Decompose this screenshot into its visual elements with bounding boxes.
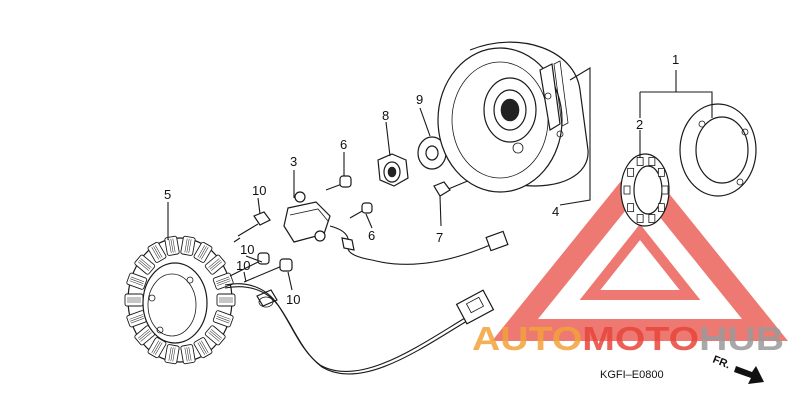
callout-9: 9 xyxy=(416,92,423,107)
stator-part xyxy=(124,235,236,365)
stator-winding-line xyxy=(130,276,145,282)
stator-winding-line xyxy=(170,238,174,253)
callout-10-b: 10 xyxy=(240,242,254,257)
bolt-7 xyxy=(433,179,471,197)
stator-winding-line xyxy=(151,247,159,260)
stator-winding-line xyxy=(211,329,223,339)
callout-8: 8 xyxy=(382,108,389,123)
stator-winding-line xyxy=(184,238,188,253)
stator-winding-line xyxy=(201,340,209,353)
stator-winding-line xyxy=(208,332,220,342)
stator-winding-line xyxy=(153,246,161,259)
clutch-roller xyxy=(648,157,656,166)
stator-winding-line xyxy=(129,314,143,320)
clutch-outer-part xyxy=(679,103,757,197)
stator-winding-line xyxy=(137,261,149,271)
bolt-6-a xyxy=(325,175,352,191)
stator-winding-line xyxy=(209,259,221,270)
stator-winding-line xyxy=(199,341,207,354)
clutch-roller xyxy=(627,203,635,213)
stator-winding-line xyxy=(197,342,205,355)
stator-winding-line xyxy=(184,347,188,362)
callout-1: 1 xyxy=(672,52,679,67)
stator-winding-line xyxy=(216,278,230,284)
stator-winding-line xyxy=(209,330,221,341)
stator-winding-line xyxy=(197,245,205,258)
stator-winding-line xyxy=(215,318,230,324)
stator-winding-line xyxy=(211,261,223,271)
clutch-roller xyxy=(661,185,669,195)
stator-winding-line xyxy=(168,346,172,361)
flywheel-nut-part xyxy=(377,153,409,187)
clutch-roller xyxy=(636,157,644,166)
stator-winding-line xyxy=(188,346,192,361)
callout-5: 5 xyxy=(164,187,171,202)
bolt-10-d xyxy=(256,289,278,308)
stator-winding-line xyxy=(140,258,152,268)
clutch-roller xyxy=(648,214,656,223)
stator-winding-line xyxy=(199,246,207,259)
flywheel-part xyxy=(437,41,589,193)
clutch-roller xyxy=(636,214,644,223)
callout-10-d: 10 xyxy=(286,292,300,307)
stator-winding-line xyxy=(153,341,161,354)
front-direction-indicator: FR. xyxy=(711,354,764,384)
bolt-6-b xyxy=(349,202,373,219)
stator-winding-line xyxy=(217,314,231,320)
bolt-10-c xyxy=(243,258,293,283)
stator-winding-line xyxy=(172,238,176,253)
starter-clutch-part xyxy=(620,153,670,227)
stator-winding-line xyxy=(208,258,220,268)
stator-winding-line xyxy=(130,278,144,284)
callout-6-lower: 6 xyxy=(368,228,375,243)
callout-10-c: 10 xyxy=(236,258,250,273)
callout-labels: 1 2 3 4 5 6 6 7 8 9 10 10 10 10 xyxy=(164,52,679,307)
bolt-10-a xyxy=(233,211,271,243)
stator-winding-line xyxy=(130,318,145,324)
callout-6-upper: 6 xyxy=(340,137,347,152)
callout-10-a: 10 xyxy=(252,183,266,198)
stator-winding-line xyxy=(137,329,149,339)
stator-winding-line xyxy=(216,316,230,322)
stator-winding-line xyxy=(129,280,143,286)
leader-lines xyxy=(167,67,713,291)
stator-winding-line xyxy=(168,239,172,254)
watermark-word-hub: HUB xyxy=(699,320,784,357)
stator-winding-line xyxy=(130,316,144,322)
front-arrow-icon xyxy=(734,366,764,384)
stator-winding-line xyxy=(186,238,190,253)
clutch-roller xyxy=(657,167,665,177)
stator-winding-line xyxy=(170,347,174,362)
stator-winding-line xyxy=(215,276,230,282)
stator-winding-line xyxy=(201,247,209,260)
watermark-triangle-logo xyxy=(491,157,789,341)
callout-7: 7 xyxy=(436,230,443,245)
watermark-word-auto: AUTO xyxy=(472,320,582,357)
stator-winding-line xyxy=(217,280,231,286)
callout-2: 2 xyxy=(636,117,643,132)
callout-3: 3 xyxy=(290,154,297,169)
pulse-generator-part xyxy=(283,191,509,265)
stator-winding-line xyxy=(139,259,151,270)
callout-4: 4 xyxy=(552,204,559,219)
stator-winding-line xyxy=(140,332,152,342)
stator-winding-line xyxy=(186,347,190,362)
stator-winding-line xyxy=(155,245,163,258)
stator-winding-line xyxy=(151,340,159,353)
watermark-word-moto: MOTO xyxy=(582,320,699,357)
clutch-roller xyxy=(657,203,665,213)
clutch-roller xyxy=(623,185,631,195)
diagram-code: KGFI–E0800 xyxy=(600,369,664,381)
stator-winding-line xyxy=(139,330,151,341)
stator-winding-line xyxy=(155,342,163,355)
stator-winding-line xyxy=(172,347,176,362)
stator-winding-line xyxy=(188,239,192,254)
clutch-roller xyxy=(627,167,635,177)
stator-wire-harness xyxy=(224,283,495,375)
